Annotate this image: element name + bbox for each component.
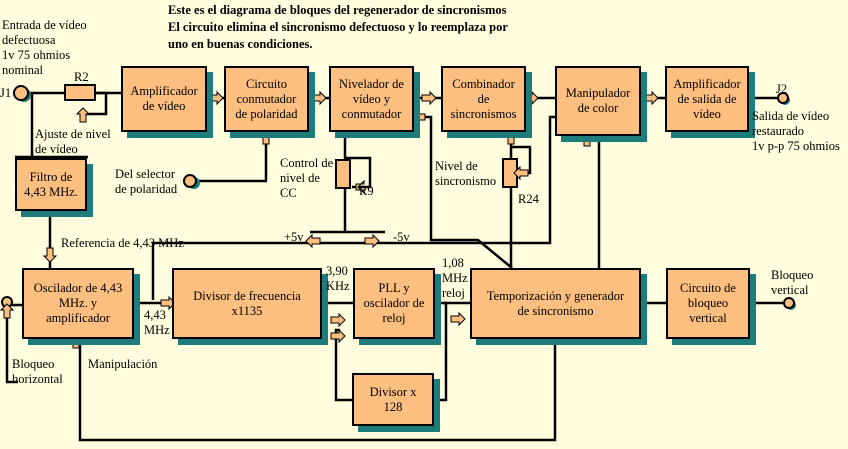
block-443-filter: Filtro de 4,43 MHz. xyxy=(15,158,87,211)
block-pll-clock: PLL y oscilador de reloj xyxy=(353,268,435,339)
block-frequency-divider: Divisor de frecuencia x1135 xyxy=(172,268,322,339)
arrow-right-icon xyxy=(208,90,224,106)
block-polarity-switch: Circuito conmutador de polaridad xyxy=(224,66,309,132)
label-sync-level: Nivel de sincronismo xyxy=(435,159,497,188)
block-video-amplifier: Amplificador de vídeo xyxy=(121,66,207,132)
label-freq-443: 4,43 MHz xyxy=(144,308,170,337)
block-output-amplifier: Amplificador de salida de vídeo xyxy=(665,66,749,132)
j1-connector xyxy=(13,85,29,101)
j2-connector xyxy=(777,92,789,104)
arrow-up-icon xyxy=(503,129,519,145)
label-manipulation: Manipulación xyxy=(88,357,158,371)
arrow-up-icon xyxy=(0,303,15,319)
label-r24: R24 xyxy=(518,192,539,206)
polarity-selector-connector xyxy=(183,174,197,188)
label-level-adjust: Ajuste de nivel de vídeo xyxy=(35,127,111,156)
label-minus5v: -5v xyxy=(393,230,410,244)
arrow-up-icon xyxy=(258,129,274,145)
label-polarity-selector: Del selector de polaridad xyxy=(115,167,178,196)
label-r9: R9 xyxy=(359,184,374,198)
r9-potentiometer xyxy=(335,159,351,189)
label-output: Salida de vídeo restaurado 1v p-p 75 ohm… xyxy=(752,109,840,153)
arrow-left-icon xyxy=(305,233,321,249)
label-vertical-lock-input: Bloqueo vertical xyxy=(771,268,814,297)
arrow-right-icon xyxy=(421,90,437,106)
r2-potentiometer xyxy=(64,84,96,101)
label-ref443: Referencia de 4,43 MHz xyxy=(61,236,184,250)
arrow-left-icon xyxy=(513,165,529,181)
arrow-right-icon xyxy=(330,312,346,328)
block-timing-sync-generator: Temporización y generador de sincronismo xyxy=(470,268,641,339)
label-j1: J1 xyxy=(0,86,12,100)
label-dc-control: Control de nivel de CC xyxy=(280,156,334,200)
block-color-manipulator: Manipulador de color xyxy=(555,66,641,136)
vertical-lock-connector xyxy=(783,297,795,309)
arrow-up-icon xyxy=(75,107,91,123)
block-divider-128: Divisor x 128 xyxy=(352,373,434,426)
label-plus5v: +5v xyxy=(284,230,304,244)
label-input: Entrada de vídeo defectuosa 1v 75 ohmios… xyxy=(2,18,87,77)
arrow-right-icon xyxy=(450,311,466,327)
label-freq-108: 1,08 MHz reloj xyxy=(442,256,468,300)
diagram-title: Este es el diagrama de bloques del regen… xyxy=(168,3,508,51)
label-j2: J2 xyxy=(776,82,788,96)
arrow-down-icon xyxy=(42,247,58,263)
arrow-left-icon xyxy=(355,179,365,195)
arrow-left-icon xyxy=(410,109,426,125)
block-oscillator: Oscilador de 4,43 MHz. y amplificador xyxy=(22,268,134,339)
label-r2: R2 xyxy=(74,70,89,84)
block-sync-combiner: Combinador de sincronismos xyxy=(441,66,526,132)
label-freq-390: 3,90 KHz xyxy=(326,264,350,293)
block-video-leveler: Nivelador de vídeo y conmutador xyxy=(329,66,414,132)
arrow-right-icon xyxy=(311,90,327,106)
block-vertical-lock: Circuito de bloqueo vertical xyxy=(666,268,750,339)
label-horizontal-lock: Bloqueo horizontal xyxy=(12,357,63,386)
arrow-right-icon xyxy=(643,90,659,106)
arrow-right-icon xyxy=(364,233,380,249)
arrow-right-icon xyxy=(330,328,346,344)
